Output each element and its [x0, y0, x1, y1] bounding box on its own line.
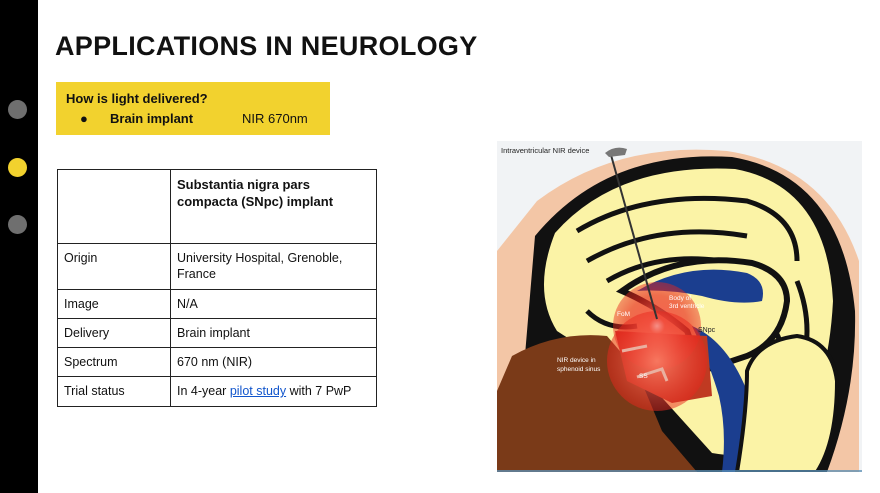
- row-value: University Hospital, Grenoble, France: [170, 243, 377, 290]
- callout-wavelength: NIR 670nm: [242, 111, 308, 126]
- light-glow-lower: [607, 311, 707, 411]
- implant-probe: [610, 154, 658, 320]
- brainstem-ventricle: [692, 326, 749, 472]
- label-ss: SS: [639, 373, 648, 380]
- callout-question: How is light delivered?: [66, 91, 208, 106]
- nav-dot-2-active[interactable]: [8, 158, 27, 177]
- nav-dot-3[interactable]: [8, 215, 27, 234]
- row-label: Delivery: [57, 317, 171, 349]
- label-sphenoid-sinus: sphenoid sinus: [557, 366, 601, 373]
- table-header-cell: Substantia nigra pars compacta (SNpc) im…: [170, 169, 377, 244]
- table-row: Spectrum 670 nm (NIR): [57, 346, 377, 378]
- nav-dot-1[interactable]: [8, 100, 27, 119]
- trial-suffix: with 7 PwP: [286, 384, 352, 399]
- row-label: Image: [57, 288, 171, 319]
- row-value: In 4-year pilot study with 7 PwP: [170, 376, 377, 407]
- lateral-ventricle: [637, 269, 763, 303]
- delivery-callout: How is light delivered? ● Brain implant …: [56, 82, 330, 135]
- row-value: N/A: [170, 288, 377, 319]
- row-label: Spectrum: [57, 346, 171, 378]
- label-fom: FoM: [617, 311, 630, 318]
- table-row: Trial status In 4-year pilot study with …: [57, 376, 377, 407]
- table-row: Delivery Brain implant: [57, 317, 377, 349]
- implant-head: [605, 147, 627, 157]
- label-intraventricular-device: Intraventricular NIR device: [501, 146, 589, 155]
- row-label: Trial status: [57, 376, 171, 407]
- trial-prefix: In 4-year: [177, 384, 230, 399]
- pilot-study-link[interactable]: pilot study: [229, 384, 287, 399]
- sinus-device: [621, 344, 669, 382]
- implant-info-table: Substantia nigra pars compacta (SNpc) im…: [57, 169, 377, 407]
- row-label: Origin: [57, 243, 171, 290]
- table-row: Origin University Hospital, Grenoble, Fr…: [57, 243, 377, 290]
- slide-title: APPLICATIONS IN NEUROLOGY: [55, 31, 478, 61]
- nasal-tissue: [497, 335, 697, 472]
- left-sidebar-bar: [0, 0, 38, 493]
- label-nir-device-in: NIR device in: [557, 357, 596, 364]
- table-row: Image N/A: [57, 288, 377, 319]
- brain-diagram: Intraventricular NIR device FoM Body of …: [497, 141, 862, 472]
- callout-bullet-row: ● Brain implant NIR 670nm: [66, 111, 320, 126]
- row-value: Brain implant: [170, 317, 377, 349]
- label-snpc: SNpc: [698, 327, 716, 334]
- callout-method: Brain implant: [110, 111, 194, 126]
- row-value: 670 nm (NIR): [170, 346, 377, 378]
- table-header-row: Substantia nigra pars compacta (SNpc) im…: [57, 169, 377, 244]
- label-third-ventricle: 3rd ventricle: [669, 303, 705, 310]
- table-header-empty-cell: [57, 169, 171, 244]
- bullet-icon: ●: [80, 111, 88, 126]
- label-body-of: Body of: [669, 295, 691, 302]
- cerebellum: [734, 333, 840, 472]
- brain-folds: [575, 195, 810, 402]
